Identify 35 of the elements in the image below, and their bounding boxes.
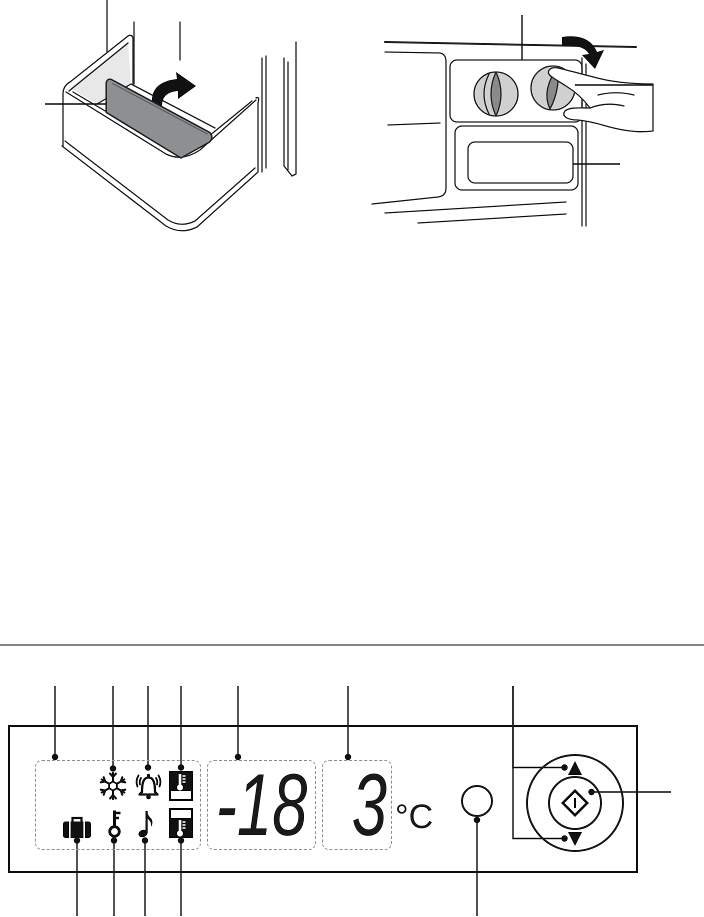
control-dial <box>526 754 624 852</box>
music-note-icon <box>138 810 152 838</box>
unit-label: °C <box>395 800 434 834</box>
suitcase-icon <box>62 816 90 838</box>
temperature-readout: 3 <box>322 760 392 850</box>
down-arrow-icon <box>568 832 582 846</box>
display-window <box>467 141 574 184</box>
leader-line <box>512 686 568 842</box>
leader-line <box>575 84 653 86</box>
leader-line <box>344 686 352 760</box>
divider-plate <box>105 78 213 159</box>
leader-line <box>474 816 480 916</box>
leader-line <box>178 837 184 916</box>
leader-line <box>45 103 106 105</box>
indicator-group <box>35 760 201 850</box>
power-icon <box>560 788 588 816</box>
temperature-readout: -18 <box>207 760 316 850</box>
leader-line <box>178 686 184 771</box>
leader-line <box>521 15 523 60</box>
leader-line <box>74 837 80 916</box>
thermometer-icon <box>168 770 192 800</box>
key-icon <box>106 810 122 838</box>
control-panel <box>8 725 638 873</box>
leader-line <box>142 837 148 916</box>
leader-line <box>110 686 116 772</box>
round-button <box>461 785 493 817</box>
leader-line <box>52 686 58 760</box>
up-arrow-icon <box>568 760 582 774</box>
leader-line <box>234 686 242 760</box>
leader-line <box>573 163 620 165</box>
snowflake-icon <box>98 772 126 800</box>
leader-line <box>144 686 152 771</box>
thermometer-icon <box>168 808 192 838</box>
leader-line <box>110 837 118 916</box>
leader-line <box>588 788 671 796</box>
